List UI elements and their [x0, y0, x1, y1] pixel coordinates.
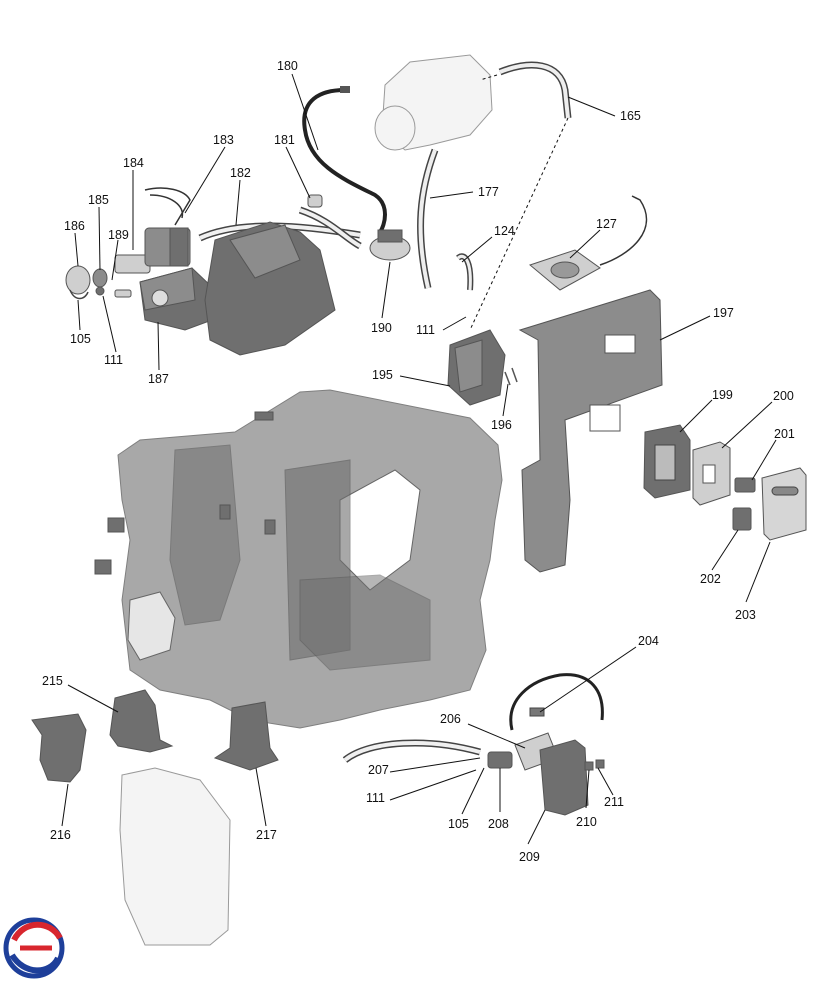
plate-197: [518, 289, 663, 573]
bracket-200: [692, 441, 731, 506]
label-201: 201: [774, 427, 795, 441]
bracket-215: [109, 689, 174, 753]
label-111-top: 111: [104, 353, 123, 367]
label-185: 185: [88, 193, 109, 207]
brewing-unit-ghost: [374, 54, 493, 151]
label-210: 210: [576, 815, 597, 829]
bracket-187: [139, 267, 214, 331]
label-215: 215: [42, 674, 63, 688]
label-187: 187: [148, 372, 169, 386]
label-183: 183: [213, 133, 234, 147]
bracket-209: [539, 739, 589, 816]
label-206: 206: [440, 712, 461, 726]
cable-180: [302, 88, 387, 234]
label-208: 208: [488, 817, 509, 831]
panel-203: [761, 467, 807, 541]
main-frame: [117, 389, 503, 729]
flowmeter-190: [369, 229, 411, 261]
label-165: 165: [620, 109, 641, 123]
label-195: 195: [372, 368, 393, 382]
bracket-216: [31, 713, 87, 783]
label-124: 124: [494, 224, 515, 238]
cover-ghost: [119, 767, 231, 946]
clip-105a: [69, 289, 89, 300]
label-207: 207: [368, 763, 389, 777]
pump-184: [114, 227, 191, 274]
label-209: 209: [519, 850, 540, 864]
label-181: 181: [274, 133, 295, 147]
label-105-top: 105: [70, 332, 91, 346]
label-177: 177: [478, 185, 499, 199]
pump-holder: [204, 221, 336, 356]
clip-111a: [95, 286, 105, 296]
label-204: 204: [638, 634, 659, 648]
label-203: 203: [735, 608, 756, 622]
label-216: 216: [50, 828, 71, 842]
label-105-bottom: 105: [448, 817, 469, 831]
label-186: 186: [64, 219, 85, 233]
part-210: [584, 761, 594, 771]
label-111-bottom: 111: [366, 791, 385, 805]
part-208: [487, 751, 513, 769]
label-211: 211: [604, 795, 624, 809]
fan-127: [528, 249, 601, 291]
switch-202: [732, 507, 752, 531]
connector-180: [340, 86, 350, 93]
bracket-217: [213, 701, 279, 771]
fitting-189: [114, 289, 132, 298]
pins-196: [504, 367, 518, 386]
callout-labels: 180 165 183 181 184 182 177 185 186 189 …: [42, 59, 795, 864]
label-200: 200: [773, 389, 794, 403]
valve-195: [447, 329, 506, 406]
cable-204: [509, 673, 604, 731]
label-196: 196: [491, 418, 512, 432]
clamp-181: [307, 194, 323, 208]
fitting-185: [92, 268, 108, 288]
module-199: [643, 424, 691, 499]
leader-lines: [61, 73, 777, 845]
label-190: 190: [371, 321, 392, 335]
label-197: 197: [713, 306, 734, 320]
label-217: 217: [256, 828, 277, 842]
label-202: 202: [700, 572, 721, 586]
label-111-mid: 111: [416, 323, 435, 337]
part-211: [595, 759, 605, 769]
brand-logo: [3, 917, 65, 979]
label-184: 184: [123, 156, 144, 170]
label-127: 127: [596, 217, 617, 231]
fitting-186: [65, 265, 91, 295]
label-199: 199: [712, 388, 733, 402]
label-180: 180: [277, 59, 298, 73]
label-189: 189: [108, 228, 129, 242]
switch-201: [734, 477, 756, 493]
frame-clips: [94, 411, 276, 575]
label-182: 182: [230, 166, 251, 180]
